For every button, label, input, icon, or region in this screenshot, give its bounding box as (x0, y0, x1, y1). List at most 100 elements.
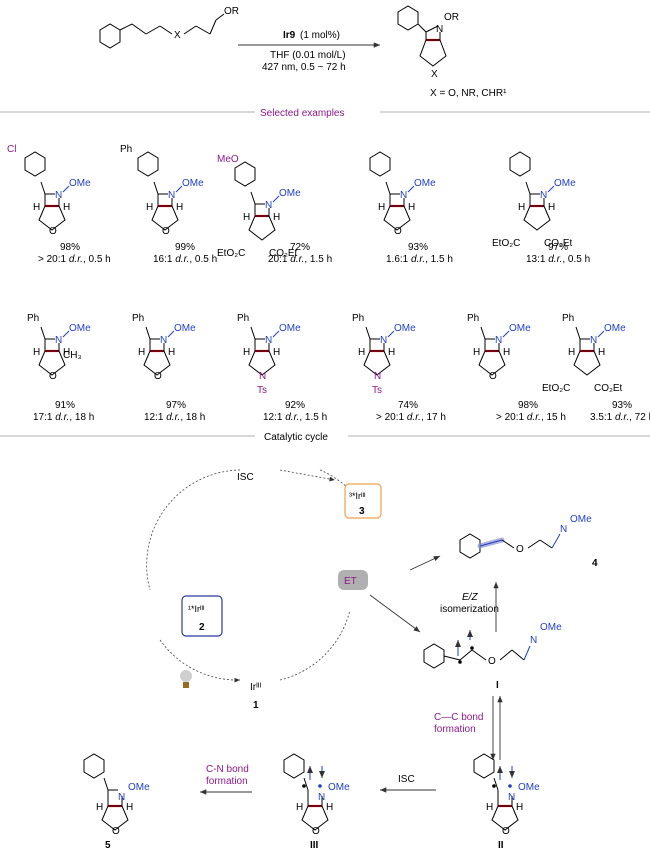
example-yield: 99% (175, 242, 195, 253)
h-label: H (243, 347, 250, 358)
ome-label: OMe (279, 323, 301, 334)
h-label: H (518, 202, 525, 213)
ester-right: CO₂Et (269, 248, 298, 259)
ring-oxygen: O (489, 371, 497, 382)
singlet-ir-label: ¹*Irᴵᴵᴵ (188, 604, 205, 614)
ome-label: OMe (279, 188, 301, 199)
ome-label: OMe (69, 323, 91, 334)
aryl-substituent: Ph (120, 144, 132, 155)
compound-4-group: OMe (570, 514, 592, 525)
ome-label: OMe (554, 178, 576, 189)
h-label: H (378, 202, 385, 213)
aryl-label: Ph (467, 313, 479, 324)
ring-oxygen: O (112, 826, 120, 837)
ring-oxygen: O (49, 371, 57, 382)
cycle-arc-excitation (159, 639, 241, 683)
ring-oxygen: O (394, 226, 402, 237)
h-label: H (516, 802, 523, 813)
h-label: H (503, 347, 510, 358)
ome-label: OMe (128, 782, 150, 793)
nitrogen-label: N (400, 190, 407, 201)
nitrogen-label: N (118, 792, 125, 803)
nitrogen-label: N (508, 792, 515, 803)
ome-label: OMe (509, 323, 531, 334)
solvent-label: THF (0.01 mol/L) (270, 50, 346, 61)
triplet-ir-label: ³*Irᴵᴵᴵ (349, 491, 366, 501)
isc-top-label: ISC (237, 472, 254, 483)
svg-text:N: N (530, 635, 537, 646)
example-dr-time: 3.5:1 d.r., 72 h (590, 412, 650, 423)
nitrogen-label: N (495, 335, 502, 346)
intermediate-I-group: OMe (540, 622, 562, 633)
ome-label: OMe (182, 178, 204, 189)
nitrogen-label: N (265, 335, 272, 346)
h-label: H (168, 347, 175, 358)
h-label: H (96, 802, 103, 813)
h-label: H (388, 347, 395, 358)
example-yield: 98% (60, 242, 80, 253)
ts-label: Ts (257, 385, 267, 396)
nitrogen-label: N (55, 190, 62, 201)
catalyst-loading: (1 mol%) (300, 30, 340, 41)
h-label: H (326, 802, 333, 813)
intermediate-III-label: III (310, 840, 319, 851)
ester-right: CO₂Et (544, 238, 573, 249)
intermediate-I-structure (423, 630, 531, 669)
aryl-substituent: Cl (7, 144, 16, 155)
example-dr-time: > 20:1 d.r., 17 h (376, 412, 446, 423)
conditions-label: 427 nm, 0.5 ~ 72 h (262, 62, 346, 73)
h-label: H (548, 202, 555, 213)
lightbulb-icon (180, 670, 192, 688)
product-5-number: 5 (105, 840, 111, 851)
product-or-label: OR (444, 12, 459, 23)
h-label: H (146, 202, 153, 213)
ome-label: OMe (394, 323, 416, 334)
example-yield: 98% (518, 400, 538, 411)
svg-text:O: O (488, 656, 496, 667)
example-dr-time: 1.6:1 d.r., 1.5 h (386, 254, 453, 265)
product-n-label: N (436, 24, 443, 35)
aryl-label: Ph (562, 313, 574, 324)
cycle-arc-isc (146, 469, 241, 591)
et-badge (338, 570, 368, 590)
singlet-ir-box (181, 595, 223, 637)
ring-oxygen: O (154, 371, 162, 382)
ome-label: OMe (414, 178, 436, 189)
example-dr-time: 17:1 d.r., 18 h (33, 412, 94, 423)
example-yield: 93% (612, 400, 632, 411)
aryl-ring (369, 151, 391, 177)
aryl-ring (509, 151, 531, 177)
example-dr-time: 16:1 d.r., 0.5 h (153, 254, 217, 265)
intermediate-II-label: II (498, 840, 504, 851)
example-yield: 92% (285, 400, 305, 411)
ome-label: OMe (518, 782, 540, 793)
ome-label: OMe (174, 323, 196, 334)
aryl-label: Ph (352, 313, 364, 324)
example-yield: 97% (548, 242, 568, 253)
nitrogen-label: N (318, 792, 325, 803)
product-structure (397, 5, 447, 67)
ground-ir-number: 1 (253, 700, 259, 711)
h-label: H (63, 347, 70, 358)
ring-oxygen: O (162, 226, 170, 237)
h-label: H (273, 212, 280, 223)
substrate-structure (99, 13, 225, 49)
example-yield: 93% (408, 242, 428, 253)
aryl-label: Ph (27, 313, 39, 324)
ome-label: OMe (604, 323, 626, 334)
aryl-label: Ph (237, 313, 249, 324)
catalytic-cycle-header: Catalytic cycle (264, 432, 328, 443)
ome-label: OMe (69, 178, 91, 189)
